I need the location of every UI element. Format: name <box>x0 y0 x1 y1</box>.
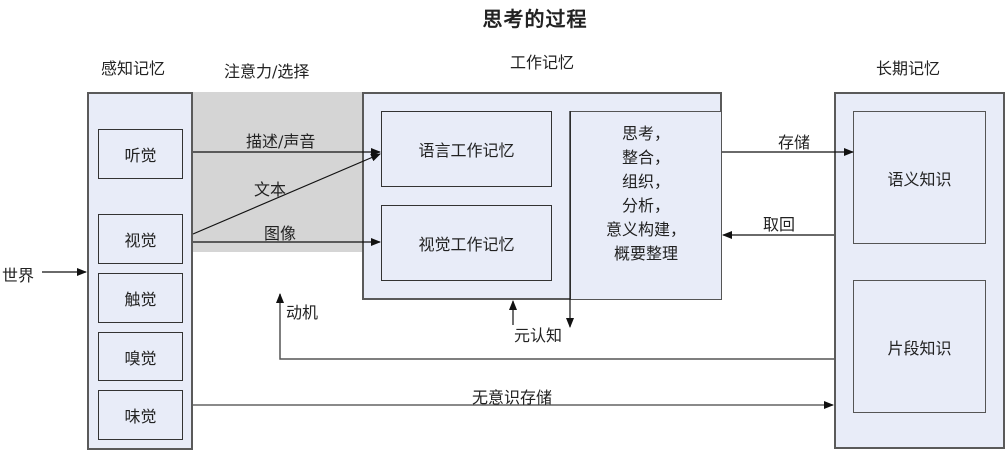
episodic-knowledge: 片段知识 <box>853 280 986 413</box>
sensory-hearing: 听觉 <box>98 129 183 179</box>
motivation-label: 动机 <box>286 303 319 322</box>
text-label: 文本 <box>254 180 287 199</box>
unconscious-store-label: 无意识存储 <box>472 388 553 407</box>
metacognition-label: 元认知 <box>514 326 563 345</box>
image-label: 图像 <box>264 224 297 243</box>
sensory-taste: 味觉 <box>98 390 183 440</box>
motivation-arrow <box>276 293 834 360</box>
sensory-touch: 触觉 <box>98 273 183 323</box>
attention-heading: 注意力/选择 <box>224 62 310 81</box>
retrieve-label: 取回 <box>763 215 796 234</box>
processing-step: 整合， <box>621 148 670 167</box>
processing-step: 思考， <box>621 124 670 143</box>
text-arrow <box>192 153 381 235</box>
longterm-memory-heading: 长期记忆 <box>876 59 941 78</box>
sensory-vision: 视觉 <box>98 214 183 264</box>
semantic-knowledge: 语义知识 <box>853 111 986 244</box>
processing-step: 分析， <box>621 196 670 215</box>
processing-box: 思考， 整合， 组织， 分析， 意义构建， 概要整理 <box>570 111 722 300</box>
attention-region <box>192 92 362 252</box>
processing-step: 组织， <box>621 172 670 191</box>
processing-step: 概要整理 <box>613 244 678 263</box>
sensory-memory-heading: 感知记忆 <box>101 59 166 78</box>
diagram-title: 思考的过程 <box>482 7 588 31</box>
working-memory-heading: 工作记忆 <box>510 53 575 72</box>
describe-sound-label: 描述/声音 <box>246 132 316 151</box>
store-label: 存储 <box>778 133 811 152</box>
world-label: 世界 <box>2 266 35 285</box>
processing-step: 意义构建， <box>605 220 686 239</box>
verbal-working-memory: 语言工作记忆 <box>381 111 552 187</box>
visual-working-memory: 视觉工作记忆 <box>381 205 552 281</box>
sensory-smell: 嗅觉 <box>98 332 183 381</box>
